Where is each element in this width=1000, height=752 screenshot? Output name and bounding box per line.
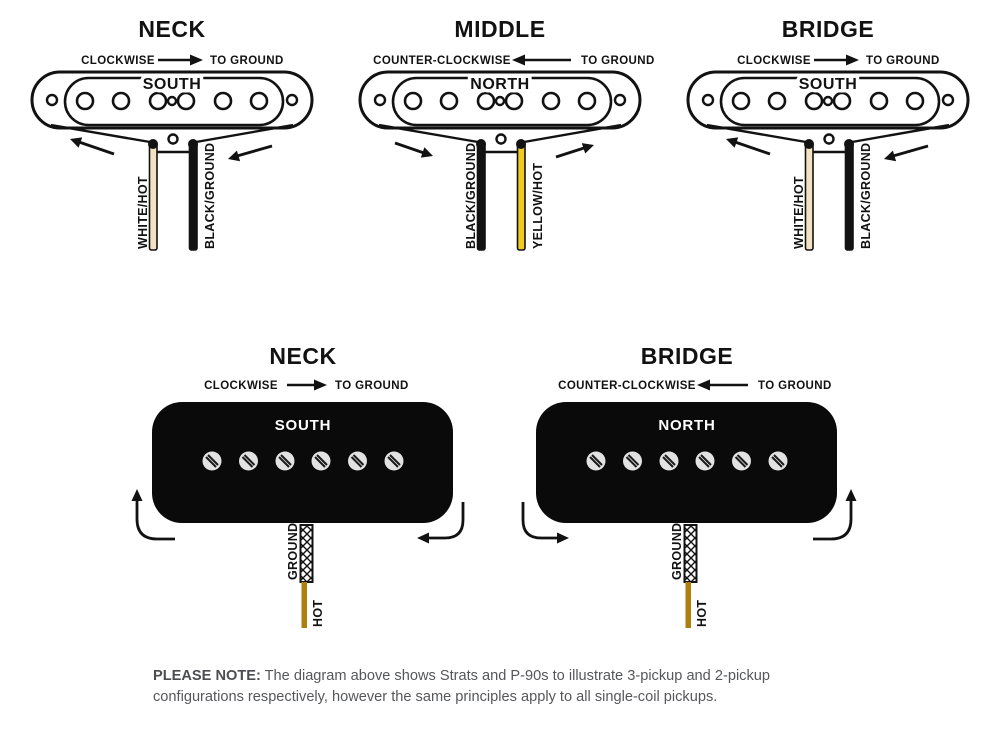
pole-pieces [202, 451, 404, 471]
footnote-label: PLEASE NOTE: [153, 668, 261, 684]
pickup-title: NECK [138, 16, 205, 42]
left-arrow-icon [697, 379, 748, 391]
strat-middle-diagram: MIDDLE COUNTER-CLOCKWISE TO GROUND NORTH [358, 16, 655, 251]
ground-wire [188, 139, 198, 251]
footnote-text: The diagram above shows Strats and P-90s… [153, 668, 771, 705]
strat-pickup-body: SOUTH [30, 70, 314, 154]
ground-wire-label: BLACK/GROUND [859, 143, 873, 249]
winding-rotation-arrows [726, 137, 929, 162]
pole-pieces [731, 91, 925, 111]
hot-wire-label: YELLOW/HOT [531, 163, 545, 249]
strat-pickup-body: SOUTH [686, 70, 970, 154]
p90-pickup-body: NORTH [536, 402, 837, 523]
winding-rotation-arrows [394, 141, 594, 159]
winding-rotation-arrows [70, 137, 273, 162]
hot-wire-label: WHITE/HOT [136, 176, 150, 249]
hot-wire [301, 582, 307, 628]
ground-wire-label: BLACK/GROUND [464, 143, 478, 249]
pickup-title: MIDDLE [454, 16, 545, 42]
to-ground-label: TO GROUND [866, 55, 940, 67]
ground-wire-label: GROUND [286, 523, 300, 580]
pole-pieces [586, 451, 788, 471]
strat-neck-diagram: NECK CLOCKWISE TO GROUND SOUTH [30, 16, 314, 251]
hot-wire [516, 139, 526, 251]
right-arrow-icon [287, 379, 327, 391]
to-ground-label: TO GROUND [210, 55, 284, 67]
ground-wire [476, 139, 486, 251]
magnet-polarity-label: NORTH [470, 76, 529, 93]
p90-neck-diagram: NECK CLOCKWISE TO GROUND SOUTH [131, 343, 465, 628]
pickup-title: BRIDGE [782, 16, 874, 42]
magnet-polarity-label: SOUTH [275, 417, 332, 434]
left-arrow-icon [512, 54, 571, 66]
pickup-title: NECK [269, 343, 336, 369]
ground-wire [299, 524, 314, 583]
winding-direction-label: CLOCKWISE [204, 380, 278, 392]
right-arrow-icon [158, 54, 203, 66]
ground-wire [683, 524, 698, 583]
strat-pickup-body: NORTH [358, 70, 642, 154]
winding-rotation-arrows [521, 489, 857, 544]
magnet-polarity-label: SOUTH [799, 76, 858, 93]
hot-wire [804, 139, 814, 251]
hot-wire-label: HOT [695, 600, 709, 627]
ground-wire [844, 139, 854, 251]
magnet-polarity-label: NORTH [658, 417, 715, 434]
p90-pickup-body: SOUTH [152, 402, 453, 523]
pole-pieces [75, 91, 269, 111]
p90-bridge-diagram: BRIDGE COUNTER-CLOCKWISE TO GROUND NORTH [521, 343, 857, 628]
ground-wire-label: BLACK/GROUND [203, 143, 217, 249]
winding-rotation-arrows [131, 489, 465, 544]
magnet-polarity-label: SOUTH [143, 76, 202, 93]
to-ground-label: TO GROUND [758, 380, 832, 392]
hot-wire-label: WHITE/HOT [792, 176, 806, 249]
pickup-title: BRIDGE [641, 343, 733, 369]
to-ground-label: TO GROUND [335, 380, 409, 392]
to-ground-label: TO GROUND [581, 55, 655, 67]
ground-wire-label: GROUND [670, 523, 684, 580]
strat-bridge-diagram: BRIDGE CLOCKWISE TO GROUND SOUTH [686, 16, 970, 251]
hot-wire-label: HOT [311, 600, 325, 627]
right-arrow-icon [814, 54, 859, 66]
winding-direction-label: COUNTER-CLOCKWISE [558, 380, 696, 392]
winding-direction-label: CLOCKWISE [81, 55, 155, 67]
hot-wire [148, 139, 158, 251]
winding-direction-label: CLOCKWISE [737, 55, 811, 67]
hot-wire [685, 582, 691, 628]
pole-pieces [403, 91, 597, 111]
winding-direction-label: COUNTER-CLOCKWISE [373, 55, 511, 67]
footnote: PLEASE NOTE: The diagram above shows Str… [153, 666, 801, 708]
